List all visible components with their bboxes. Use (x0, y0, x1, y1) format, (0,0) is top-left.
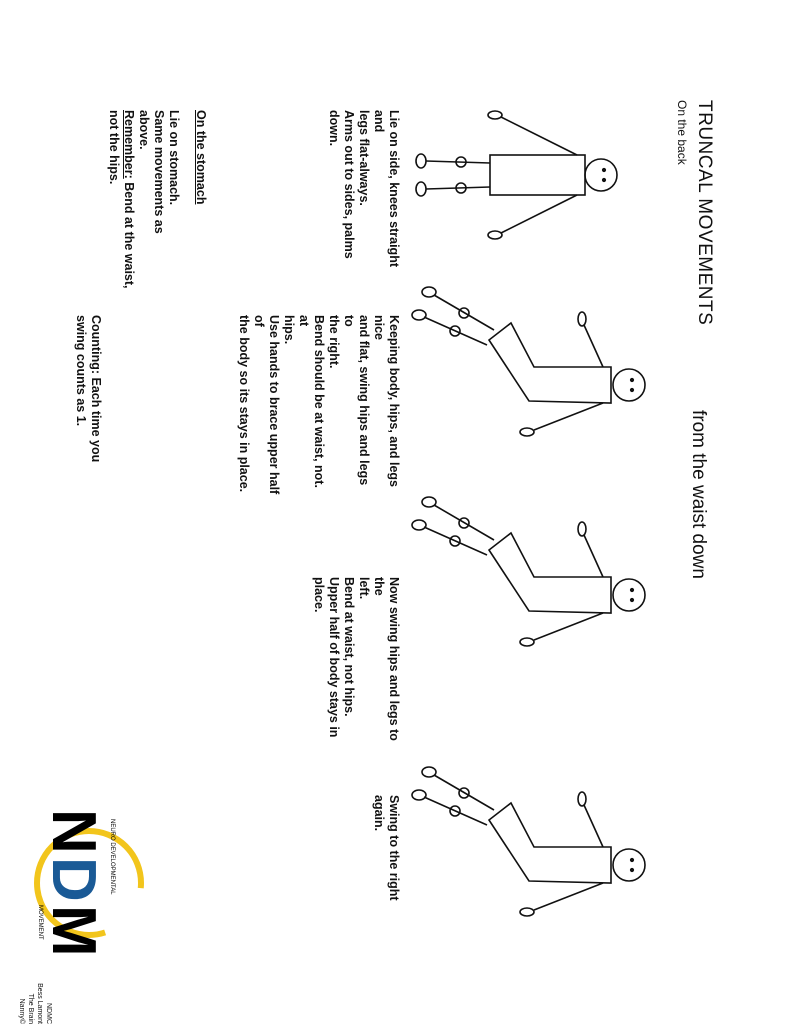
figure-swing-right (411, 286, 646, 437)
text-line: of (252, 315, 266, 327)
text-line: above. (137, 110, 151, 150)
text-line: swing counts as 1. (74, 315, 88, 427)
text-line: the right. (327, 315, 341, 369)
step-3-text: Now swing hips and legs to the left. Ben… (311, 577, 401, 741)
stomach-section: On the stomach Lie on stomach. Same move… (106, 110, 208, 289)
text-line: down. (327, 110, 341, 147)
text-line: Lie on stomach. (167, 110, 181, 206)
text-line: Counting: Each time you (89, 315, 103, 463)
text-line: at (297, 315, 311, 327)
ndm-logo: N D M NEURO DEVELOPMENTAL MOVEMENT (34, 809, 144, 957)
stomach-heading: On the stomach (194, 110, 208, 205)
text-line: Upper half of body stays in (327, 577, 341, 738)
remember-text: Bend at the waist, (122, 178, 136, 289)
text-line: Use hands to brace upper half (267, 315, 281, 495)
figure-swing-right-again (411, 766, 646, 917)
text-line: hips. (282, 315, 296, 345)
text-line: place. (312, 577, 326, 613)
text-line: the body so its stays in place. (237, 315, 251, 493)
text-line: and flat, swing hips and legs (357, 315, 371, 486)
text-line: again. (372, 795, 386, 832)
logo-letter-m: M (39, 905, 108, 957)
text-line: nice (372, 315, 386, 341)
text-line: Same movements as (152, 110, 166, 234)
text-line: legs flat-always. (357, 110, 371, 206)
text-line: Arms out to sides, palms (342, 110, 356, 259)
text-line: Bend should be at waist, not. (312, 315, 326, 488)
step-2-text: Keeping body, hips, and legs nice and fl… (236, 315, 401, 494)
text-line: Now swing hips and legs to (387, 577, 401, 741)
text-line: Swing to the right (387, 795, 401, 901)
text-line: Lie on side, knees straight (387, 110, 401, 267)
step-1-text: Lie on side, knees straight and legs fla… (326, 110, 401, 267)
text-line: not the hips. (107, 110, 121, 185)
logo-letter-n: N (39, 809, 108, 854)
text-line: Keeping body, hips, and legs (387, 315, 401, 488)
remember-label: Remember: (122, 110, 136, 179)
text-line: to (342, 315, 356, 327)
logo-letter-d: D (39, 857, 108, 902)
credit: NDMC Bess Lamont The Brain Nanny© (17, 970, 53, 1024)
text-line: Bess Lamont (36, 983, 43, 1024)
figure-straight (415, 110, 618, 240)
logo-bottom-text: MOVEMENT (37, 905, 43, 940)
text-line: NDMC (45, 1003, 52, 1024)
step-4-text: Swing to the right again. (371, 795, 401, 901)
text-line: The Brain Nanny© (18, 993, 34, 1024)
counting-text: Counting: Each time you swing counts as … (73, 315, 103, 462)
text-line: the (372, 577, 386, 596)
figure-swing-left (411, 496, 646, 647)
text-line: and (372, 110, 386, 133)
text-line: Bend at waist, not hips. (342, 577, 356, 717)
text-line: left. (357, 577, 371, 600)
logo-top-text: NEURO DEVELOPMENTAL (109, 819, 115, 895)
